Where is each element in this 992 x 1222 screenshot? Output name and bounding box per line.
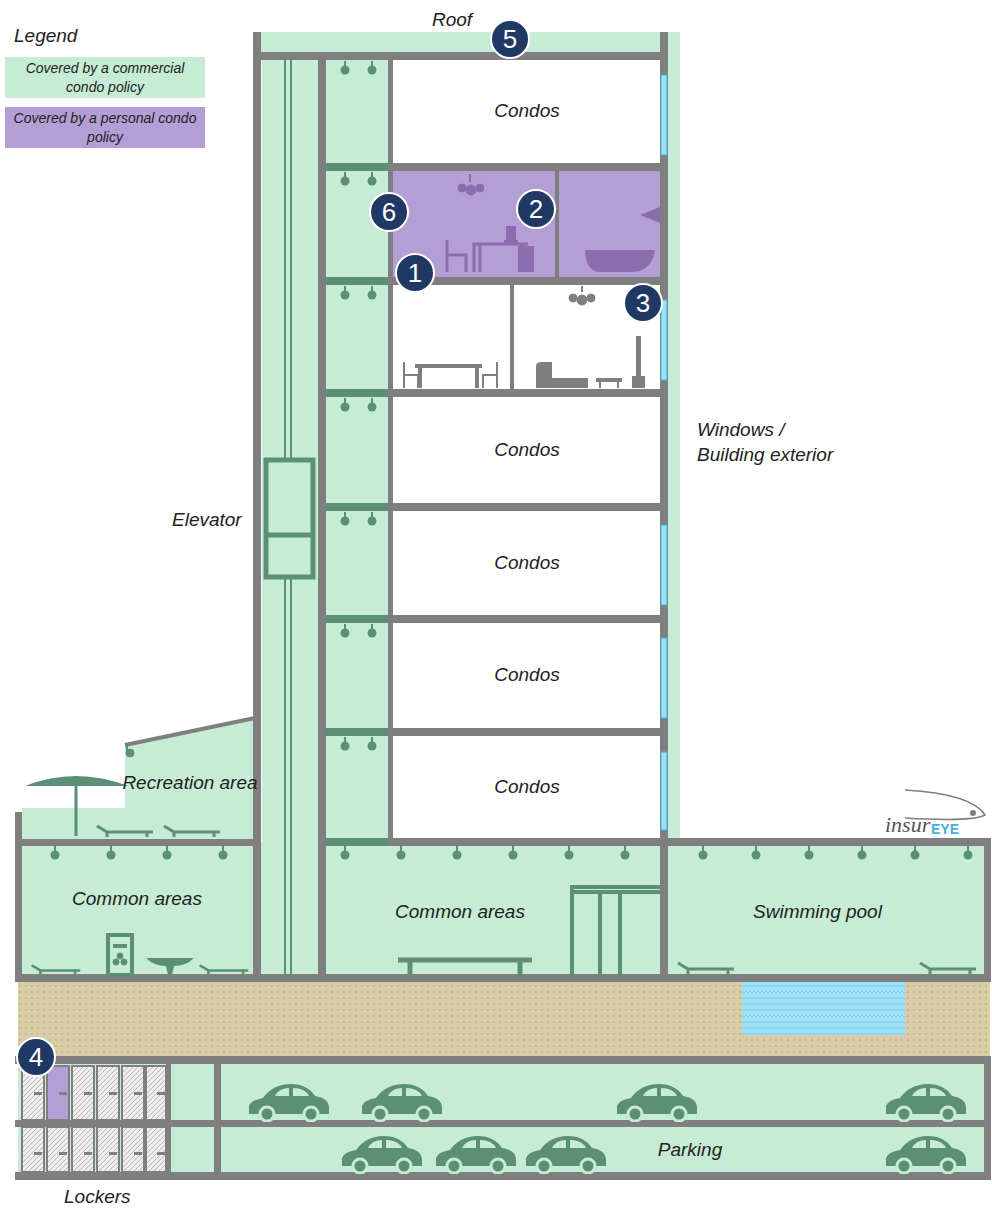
ceiling-light [368,66,377,75]
ceiling-light [858,851,867,860]
ceiling-light [752,851,761,860]
text-label: Roof [432,8,472,33]
ceiling-light [107,851,116,860]
area-label: Condos [494,438,560,463]
text-label: Elevator [172,508,242,533]
area-label: Common areas [72,887,202,912]
text-label: Windows / Building exterior [697,418,857,467]
ceiling-light [341,403,350,412]
ceiling-light [453,851,462,860]
ceiling-light [368,403,377,412]
area-box: Common areas [22,870,252,928]
area-label: Recreation area [122,771,257,796]
area-label: Condos [494,99,560,124]
area-box: Parking [600,1130,780,1170]
area-label: Condos [494,663,560,688]
ceiling-light [911,851,920,860]
area-label: Condos [494,775,560,800]
legend-text: Covered by a personal condo policy [5,109,205,145]
text-label: Legend [14,24,77,49]
area-label: Common areas [395,900,525,925]
area-box: Recreation area [122,750,258,816]
ceiling-light [51,851,60,860]
text-label: Lockers [64,1185,131,1210]
ceiling-light [341,291,350,300]
ceiling-light [341,66,350,75]
legend-swatch: Covered by a personal condo policy [5,107,205,148]
ceiling-light [368,177,377,186]
ceiling-light [219,851,228,860]
legend-text: Covered by a commercial condo policy [5,59,205,95]
ceiling-light [699,851,708,860]
callout-number: 6 [369,192,409,232]
ceiling-light [368,742,377,751]
ceiling-light [341,851,350,860]
ceiling-light [341,517,350,526]
area-box: Condos [392,736,662,838]
callout-number: 2 [516,189,556,229]
callout-number: 4 [16,1037,56,1077]
area-box: Condos [392,623,662,728]
ceiling-light [565,851,574,860]
ceiling-light [805,851,814,860]
ceiling-light [368,517,377,526]
callout-number: 3 [623,283,663,323]
area-box: Condos [392,511,662,615]
area-box: Swimming pool [680,885,955,940]
area-box: Common areas [330,885,590,940]
ceiling-light [341,742,350,751]
area-label: Swimming pool [753,900,882,925]
text-label: insur [885,811,930,840]
area-box: Condos [392,60,662,163]
ceiling-light [163,851,172,860]
ceiling-light [341,629,350,638]
ceiling-light [368,291,377,300]
area-label: Parking [658,1138,722,1163]
legend-swatch: Covered by a commercial condo policy [5,57,205,98]
ceiling-light [368,629,377,638]
callout-number: 5 [490,19,530,59]
text-label: EYE [931,820,959,838]
ceiling-light [397,851,406,860]
area-label: Condos [494,551,560,576]
ceiling-light [964,851,973,860]
area-box: Condos [392,397,662,503]
ceiling-light [621,851,630,860]
ceiling-light [509,851,518,860]
ceiling-light [341,177,350,186]
callout-number: 1 [395,253,435,293]
